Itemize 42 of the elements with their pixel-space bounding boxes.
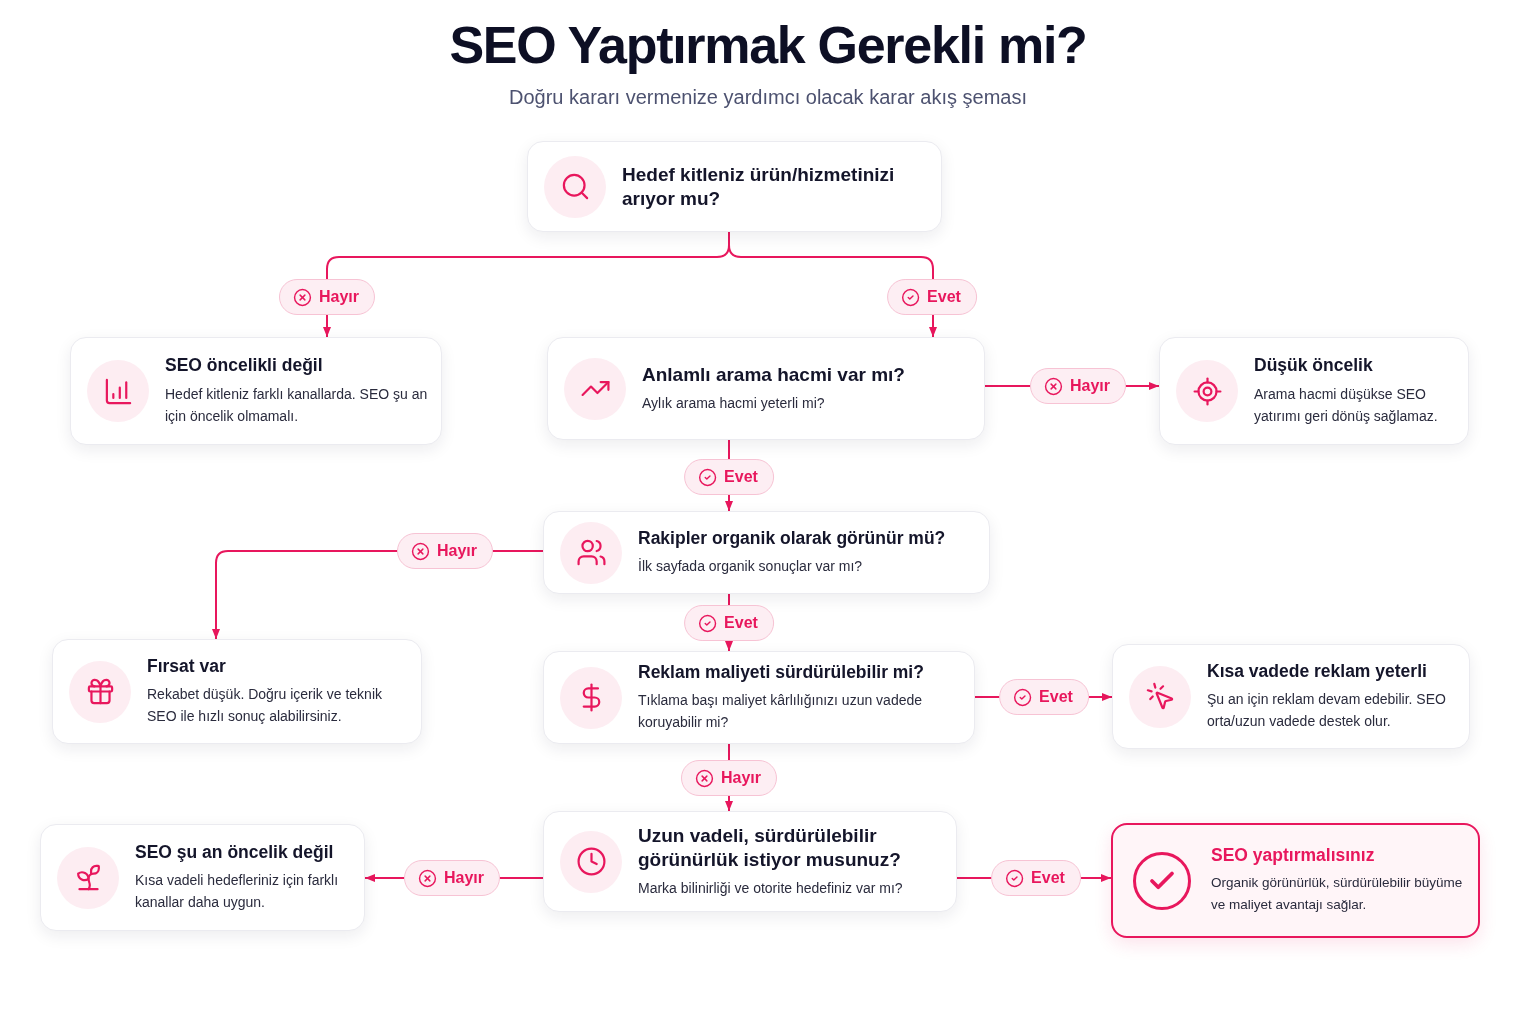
node-text: Arama hacmi düşükse SEO yatırımı geri dönüş sağlamaz. — [1254, 384, 1439, 426]
title: SEO Yaptırmak Gerekli mi? — [449, 15, 1087, 76]
node-title: Anlamlı arama hacmi var mı? — [642, 362, 905, 387]
edge-label-text: Evet — [724, 467, 758, 487]
node-title: Fırsat var — [147, 655, 227, 678]
node-text: Hedef kitleniz farklı kanallarda. SEO şu an için öncelik olmamalı. — [165, 384, 429, 426]
node-title: Düşük öncelik — [1254, 355, 1374, 377]
decision-card — [40, 824, 365, 931]
decision-card — [52, 639, 422, 744]
decision-card — [1159, 337, 1469, 445]
edge-label-text: Evet — [724, 613, 758, 633]
node-title: SEO öncelikli değil — [165, 355, 324, 377]
node-title: Hedef kitleniz ürün/hizmetinizi arıyor mu? — [622, 162, 896, 211]
node-text: Organik görünürlük, sürdürülebilir büyüme ve maliyet avantajı sağlar. — [1211, 874, 1464, 915]
decision-card — [1112, 644, 1470, 749]
decision-card — [70, 337, 442, 445]
decision-card — [543, 811, 957, 912]
subtitle: Doğru kararı vermenize yardımcı olacak karar akış şeması — [509, 85, 1027, 110]
edge-label-text: Hayır — [437, 541, 477, 561]
node-title: SEO yaptırmalısınız — [1211, 844, 1376, 867]
edge-label-text: Hayır — [721, 768, 761, 788]
node-title: Kısa vadede reklam yeterli — [1207, 660, 1428, 683]
node-title: SEO şu an öncelik değil — [135, 841, 335, 864]
decision-card — [543, 651, 975, 744]
node-text: Şu an için reklam devam edebilir. SEO orta/uzun vadede destek olur. — [1207, 690, 1447, 732]
node-text: Aylık arama hacmi yeterli mi? — [642, 394, 826, 414]
edge-label-text: Evet — [1039, 687, 1073, 707]
node-text: Kısa vadeli hedefleriniz için farklı kanallar daha uygun. — [135, 871, 340, 913]
edge-label-text: Hayır — [1070, 376, 1110, 396]
node-text: Marka bilinirliği ve otorite hedefiniz var mı? — [638, 879, 904, 899]
edge-label-text: Hayır — [444, 868, 484, 888]
node-text: İlk sayfada organik sonuçlar var mı? — [638, 557, 864, 577]
edge-label-text: Evet — [1031, 868, 1065, 888]
node-title: Uzun vadeli, sürdürülebilir görünürlük istiyor musunuz? — [638, 823, 902, 872]
node-title: Rakipler organik olarak görünür mü? — [638, 527, 946, 550]
node-text: Tıklama başı maliyet kârlılığınızı uzun vadede koruyabilir mi? — [638, 691, 924, 733]
node-title: Reklam maliyeti sürdürülebilir mi? — [638, 661, 925, 684]
decision-card — [547, 337, 985, 440]
decision-card — [543, 511, 990, 594]
decision-card — [527, 141, 942, 232]
node-text: Rekabet düşük. Doğru içerik ve teknik SEO ile hızlı sonuç alabilirsiniz. — [147, 685, 383, 727]
result-card — [1111, 823, 1480, 938]
